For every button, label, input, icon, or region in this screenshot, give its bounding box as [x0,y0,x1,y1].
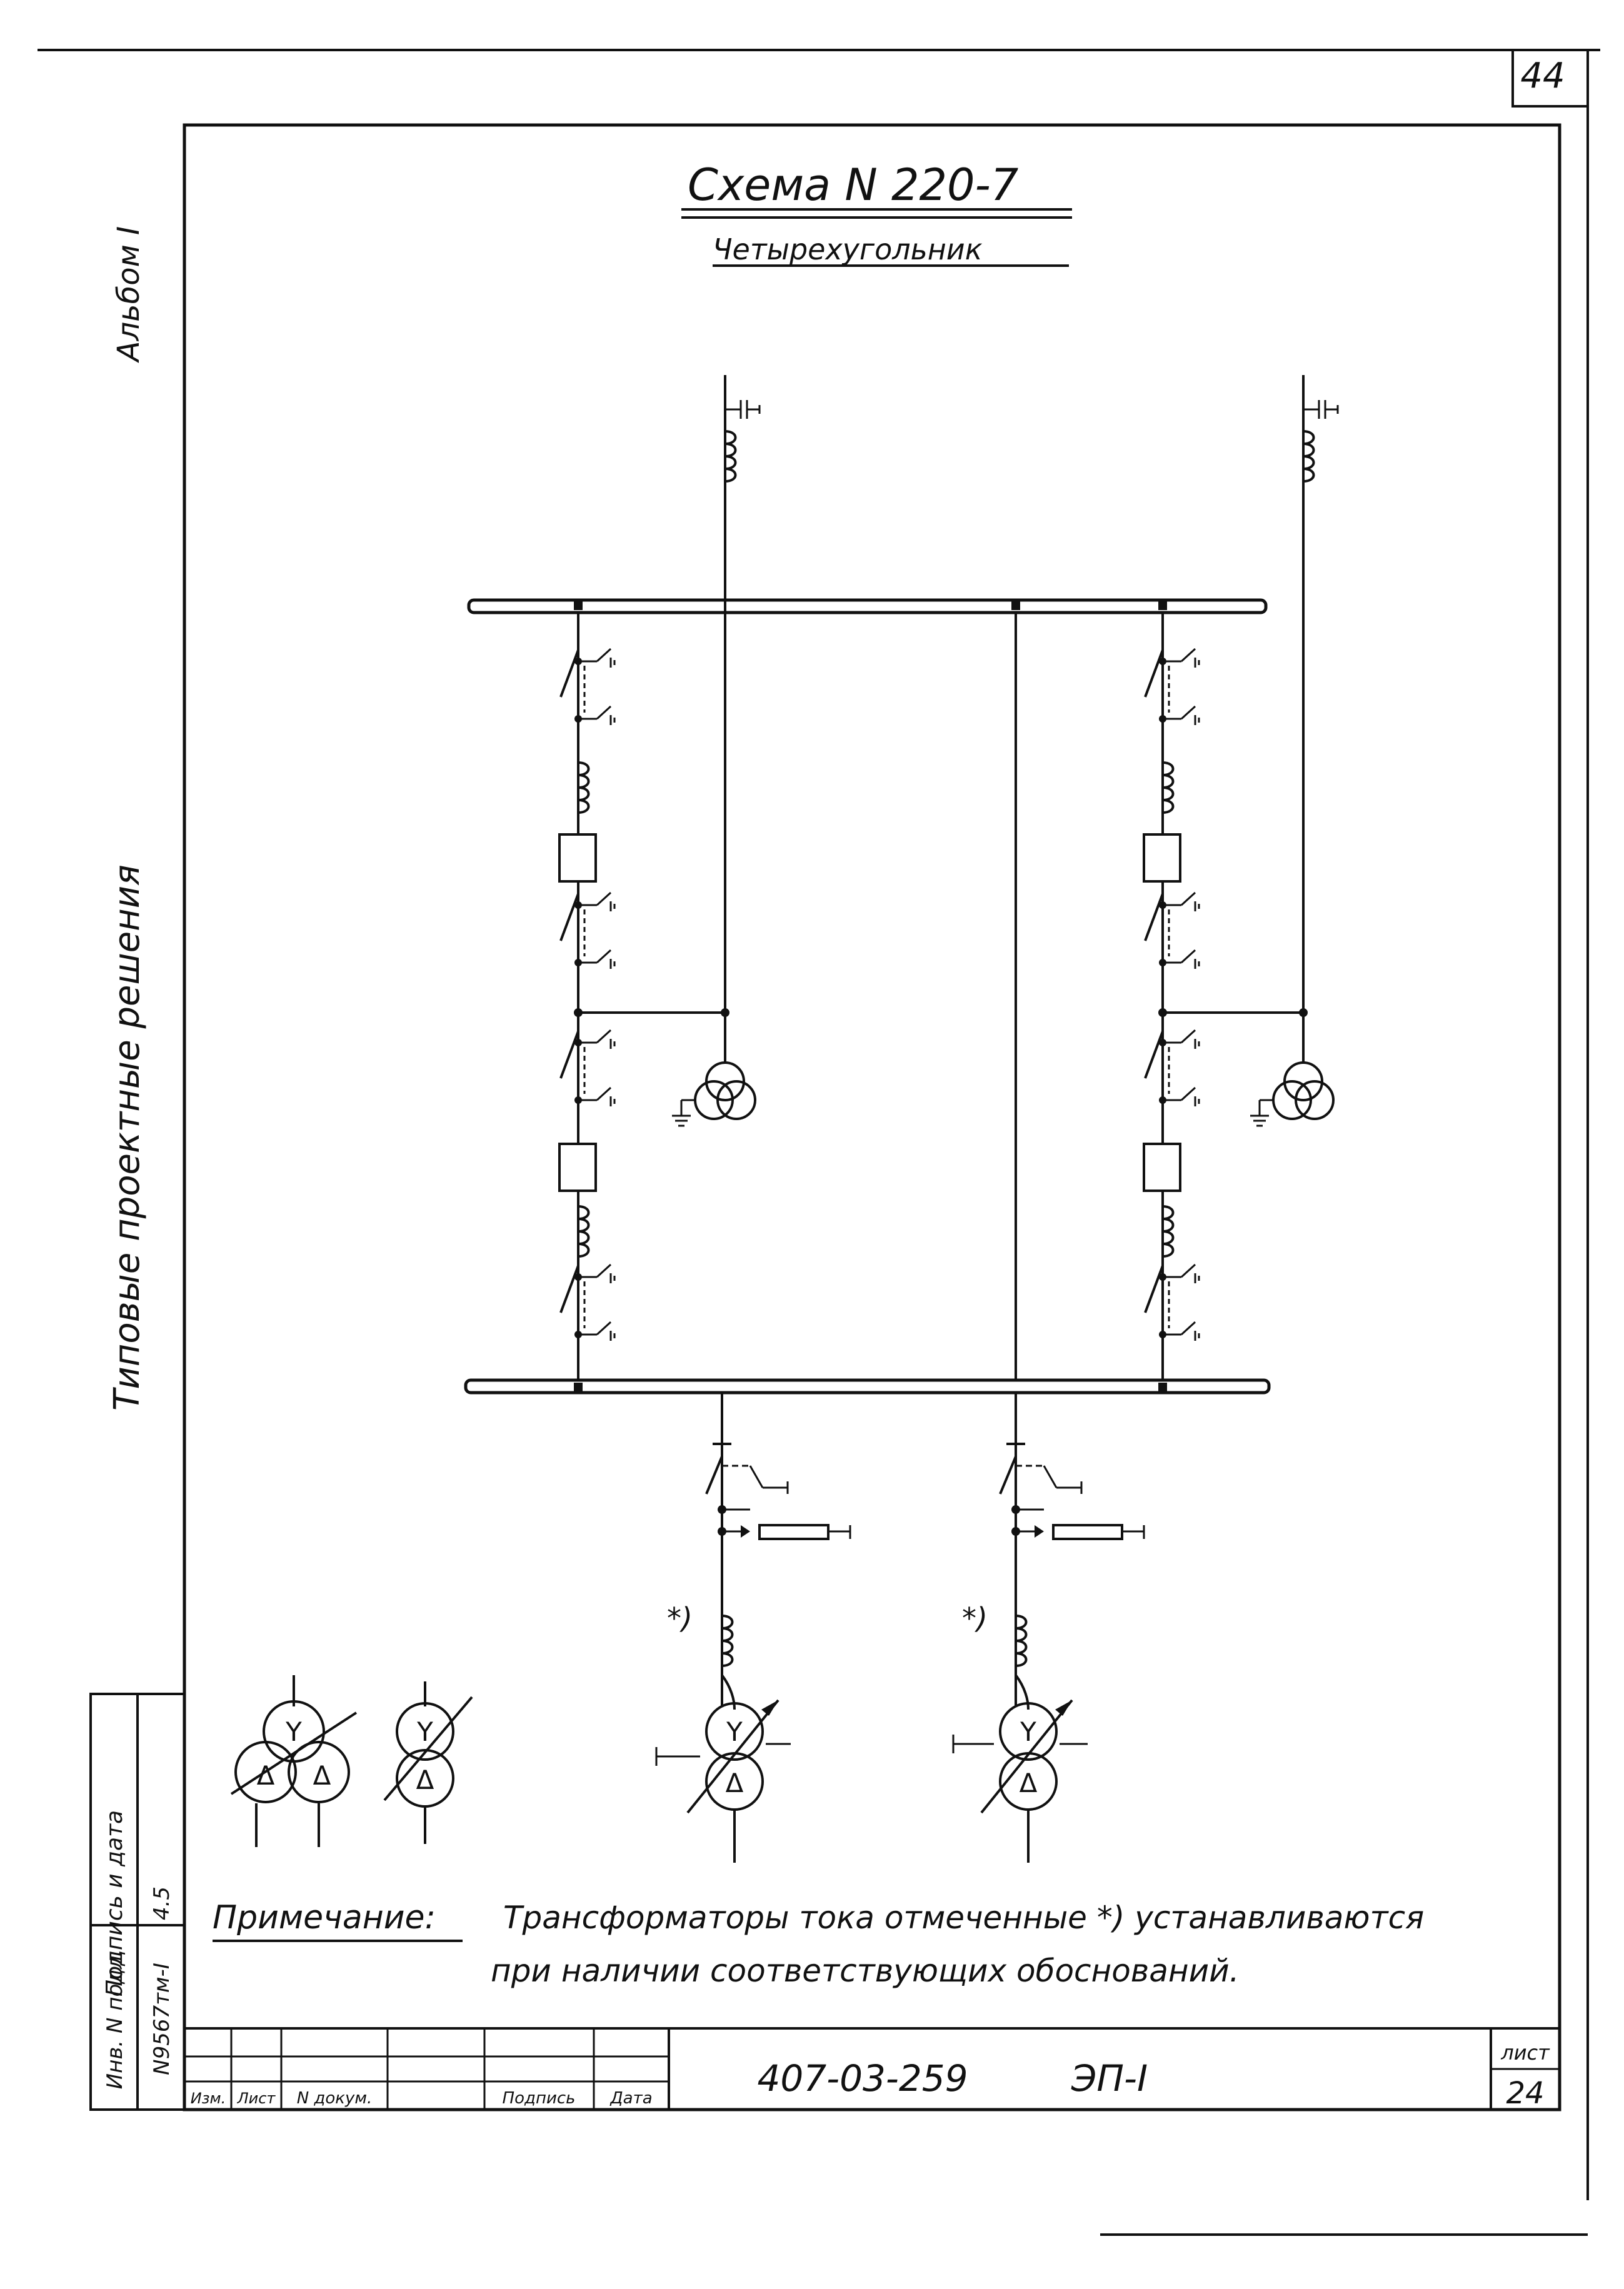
voltage-transformer-right [1250,1013,1335,1127]
note-label: Примечание: [213,1899,436,1936]
sheet-number: 24 [1506,2076,1544,2111]
svg-text:Δ: Δ [416,1765,434,1795]
note-line-2: при наличии соответствующих обоснований. [491,1953,1240,1989]
legend-two-winding-transformer [383,1681,473,1844]
album-label: Альбом I [111,226,146,363]
voltage-transformer-left [672,1013,756,1127]
left-breaker-chain [558,601,729,1391]
stamp-inv-value: N9567тм-I [149,1963,174,2075]
svg-text:Y: Y [1020,1716,1036,1747]
feeder-right [952,1393,1145,1863]
col-sign: Подпись [503,2089,576,2108]
sheet-corner-number: 44 [1520,56,1565,96]
breaker-left-lower [558,1143,597,1192]
col-izm: Изм. [191,2090,226,2107]
svg-text:Δ: Δ [726,1768,744,1798]
breaker-right-upper [1143,833,1181,883]
col-date: Дата [609,2089,652,2108]
doc-section: ЭП-I [1071,2057,1148,2100]
breaker-left-upper [558,833,597,883]
stamp-inv-label: Инв. N подл. [103,1949,128,2090]
lower-bus-bar [464,1378,1271,1395]
feeder-left [655,1393,851,1863]
col-list: Лист [237,2090,276,2107]
breaker-right-lower [1143,1143,1181,1192]
svg-text:Y: Y [726,1716,743,1747]
schema-title: Схема N 220-7 [688,159,1018,211]
legend-three-winding-transformer [230,1675,358,1847]
schema-subtitle: Четырехугольник [713,233,983,266]
right-breaker-chain [1143,601,1308,1391]
upper-bus-bar [467,598,1268,614]
col-doc: N докум. [297,2089,373,2108]
line-input-right [1302,375,1339,1013]
ct-marker-left: *) [667,1601,693,1635]
stamp-sign-value: 4.5 [149,1886,174,1920]
doc-code: 407-03-259 [757,2057,968,2100]
line-input-left [724,375,761,1013]
svg-text:Δ: Δ [1020,1768,1038,1798]
stamp-sign-label: Подпись и дата [102,1810,128,1996]
delta-symbol: Δ [257,1760,275,1791]
svg-text:Δ: Δ [313,1760,331,1791]
svg-text:Y: Y [285,1716,302,1747]
ct-marker-right: *) [962,1601,988,1635]
note-line-1: Трансформаторы тока отмеченные *) устана… [503,1900,1424,1936]
sheet-label: лист [1500,2041,1550,2065]
svg-text:Y: Y [416,1716,433,1747]
series-label: Типовые проектные решения [107,864,148,1411]
